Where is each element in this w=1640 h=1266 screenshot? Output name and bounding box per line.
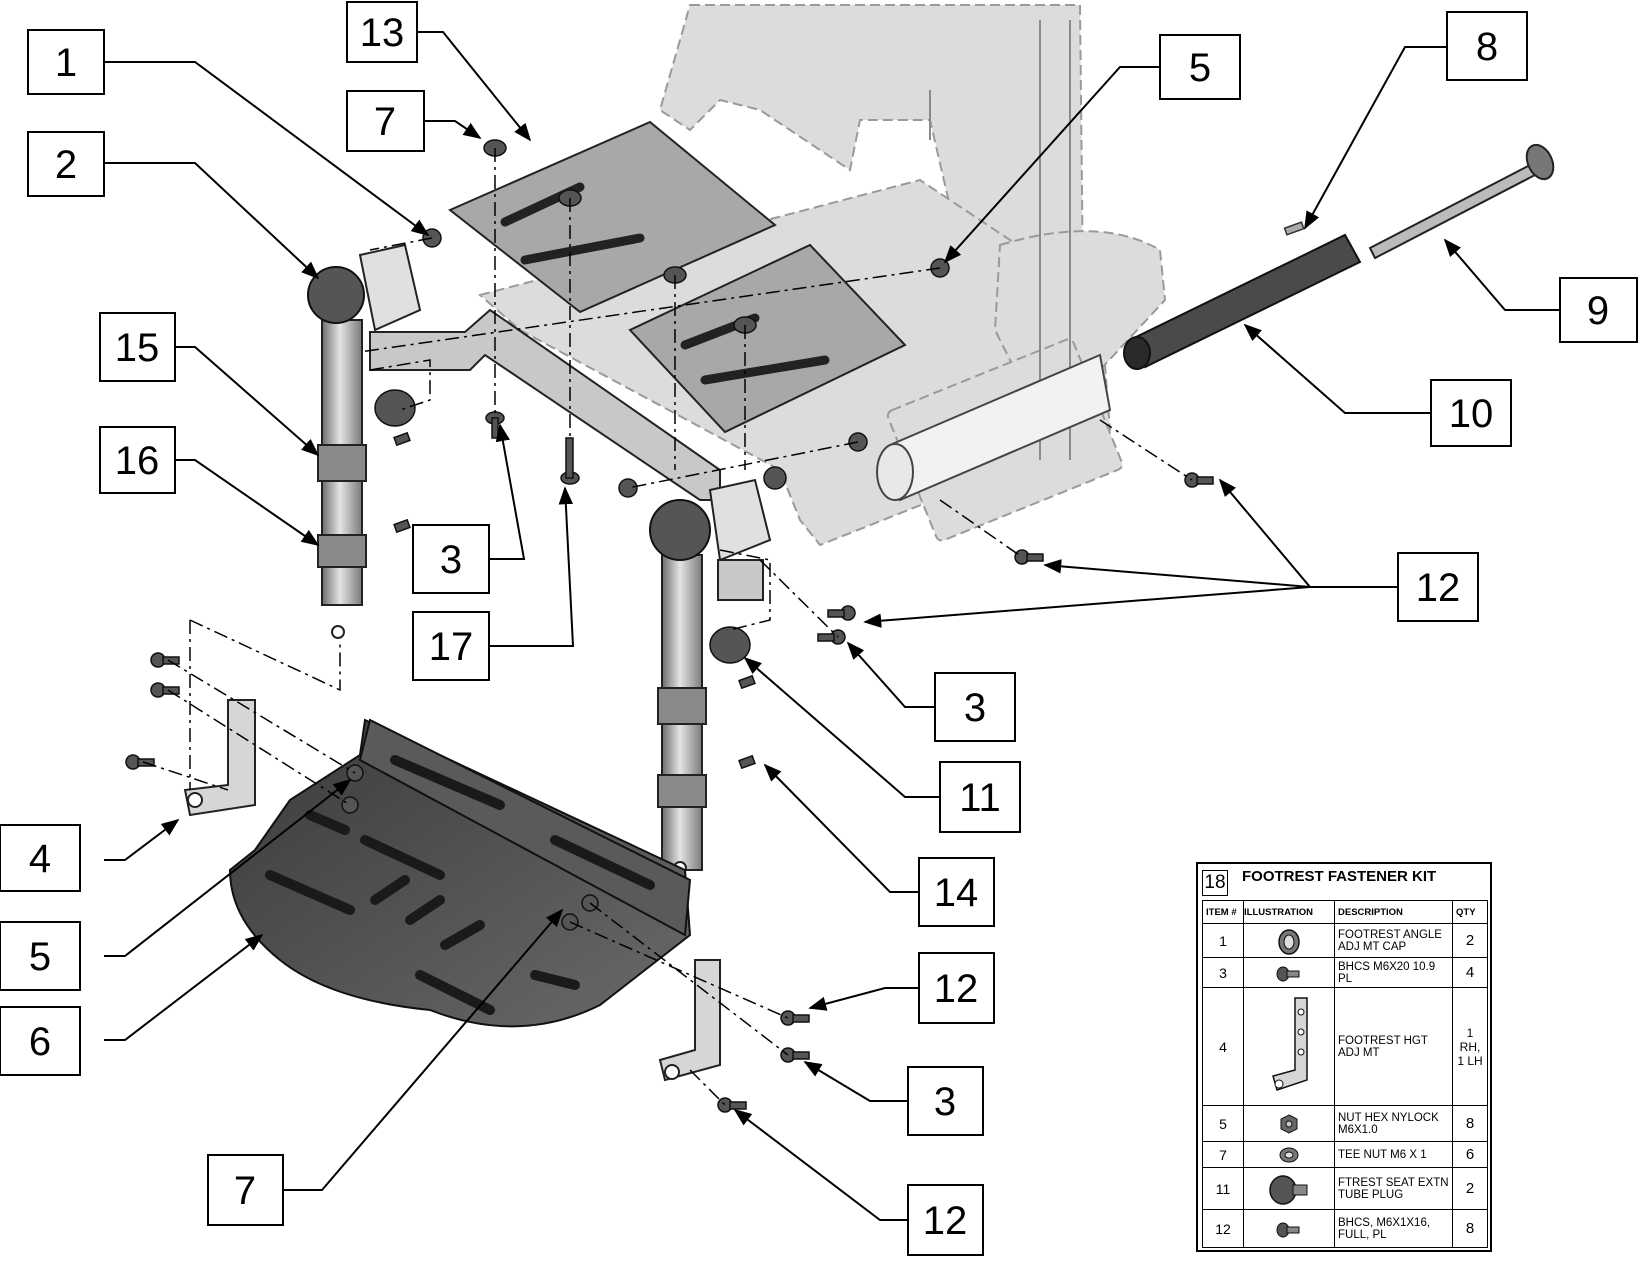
left-hanger (307, 243, 422, 639)
row-item: 12 (1202, 1209, 1244, 1248)
row-desc-line: PL (1338, 972, 1353, 985)
height-mount-left (183, 699, 256, 817)
callout-16: 16 (115, 439, 160, 483)
callout-10: 10 (1449, 392, 1494, 436)
height-mount-icon (1272, 996, 1308, 1091)
callout-2: 2 (55, 143, 77, 187)
bolt-icon (1276, 1222, 1300, 1237)
table-row: 7 TEE NUT M6 X 1 6 (1202, 1141, 1488, 1168)
tube-item-10 (1123, 233, 1362, 370)
kit-number: 18 (1202, 870, 1228, 896)
row-item: 11 (1202, 1167, 1244, 1210)
callout-3-bottom: 3 (934, 1080, 956, 1124)
tube-plug-icon (1269, 1174, 1308, 1205)
row-desc-line: ADJ MT (1338, 1046, 1380, 1059)
row-desc-line: M6X1.0 (1338, 1123, 1378, 1136)
row-item: 5 (1202, 1105, 1244, 1142)
row-qty: 2 (1452, 923, 1488, 958)
callout-17: 17 (429, 625, 474, 669)
row-desc-line: NUT HEX NYLOCK (1338, 1111, 1439, 1124)
fastener-kit-panel: 18 FOOTREST FASTENER KIT ITEM # ILLUSTRA… (1196, 862, 1492, 1252)
angle-cap-icon (1278, 928, 1300, 955)
kit-header: 18 FOOTREST FASTENER KIT (1198, 864, 1490, 898)
row-qty: 4 (1452, 957, 1488, 988)
assembly-axes (142, 148, 1193, 1106)
rod-item-9 (1368, 143, 1555, 260)
tee-nut-icon (1279, 1147, 1299, 1162)
row-qty: 8 (1452, 1105, 1488, 1142)
row-item: 3 (1202, 957, 1244, 988)
callout-6: 6 (29, 1020, 51, 1064)
row-desc-line: FOOTREST HGT (1338, 1034, 1428, 1047)
callout-8: 8 (1476, 25, 1498, 69)
row-desc-line: FTREST SEAT EXTN (1338, 1176, 1449, 1189)
callout-15: 15 (115, 326, 160, 370)
callout-7-top: 7 (374, 100, 396, 144)
row-desc-line: ADJ MT CAP (1338, 940, 1407, 953)
front-bracket-bar (369, 308, 721, 501)
callout-4: 4 (29, 837, 51, 881)
foot-plate-item-13 (448, 120, 907, 434)
row-desc-line: FOOTREST ANGLE (1338, 928, 1442, 941)
row-desc-line: BHCS, M6X1X16, (1338, 1216, 1431, 1229)
table-row: 12 BHCS, M6X1X16,FULL, PL 8 (1202, 1209, 1488, 1248)
extension-tube (876, 353, 1112, 502)
row-qty: 2 (1452, 1167, 1488, 1210)
row-item: 1 (1202, 923, 1244, 958)
row-item: 4 (1202, 987, 1244, 1106)
callout-7-bottom: 7 (234, 1169, 256, 1213)
height-mount-right (658, 959, 721, 1082)
row-desc-line: FULL, PL (1338, 1228, 1387, 1241)
right-hanger (649, 478, 772, 875)
callout-12-mid: 12 (934, 967, 979, 1011)
header-illustration: ILLUSTRATION (1243, 900, 1335, 924)
header-item: ITEM # (1202, 900, 1244, 924)
row-qty: 1 LH (1457, 1053, 1483, 1068)
callout-12-right: 12 (1416, 566, 1461, 610)
row-qty: 8 (1452, 1209, 1488, 1248)
callout-13: 13 (360, 11, 405, 55)
callout-3-right: 3 (964, 686, 986, 730)
bolt-icon (1276, 966, 1300, 981)
footplate-item-6 (228, 718, 692, 1028)
callout-1: 1 (55, 41, 77, 85)
header-qty: QTY (1452, 900, 1488, 924)
row-desc-line: BHCS M6X20 10.9 (1338, 960, 1436, 973)
callout-14: 14 (934, 871, 979, 915)
header-description: DESCRIPTION (1334, 900, 1453, 924)
row-desc-line: TUBE PLUG (1338, 1188, 1404, 1201)
kit-title: FOOTREST FASTENER KIT (1242, 868, 1437, 885)
callout-labels: 1 2 15 16 13 7 3 17 5 8 9 10 12 3 11 1 4 … (29, 11, 1609, 1243)
row-desc-line: TEE NUT M6 X 1 (1338, 1148, 1427, 1161)
pin-item-8 (1283, 221, 1305, 236)
callout-12-bottom: 12 (923, 1199, 968, 1243)
callout-3-center: 3 (440, 538, 462, 582)
row-qty: 6 (1452, 1141, 1488, 1168)
hex-nut-icon (1280, 1113, 1298, 1134)
callout-9: 9 (1587, 289, 1609, 333)
callout-5-left: 5 (29, 935, 51, 979)
kit-table: ITEM # ILLUSTRATION DESCRIPTION QTY 1 FO… (1202, 900, 1488, 1248)
callout-5-top: 5 (1189, 46, 1211, 90)
leader-lines (104, 31, 1560, 1221)
kit-table-header: ITEM # ILLUSTRATION DESCRIPTION QTY (1202, 900, 1488, 924)
row-item: 7 (1202, 1141, 1244, 1168)
row-qty: 1 RH, (1459, 1025, 1481, 1054)
callout-11: 11 (959, 776, 1001, 820)
